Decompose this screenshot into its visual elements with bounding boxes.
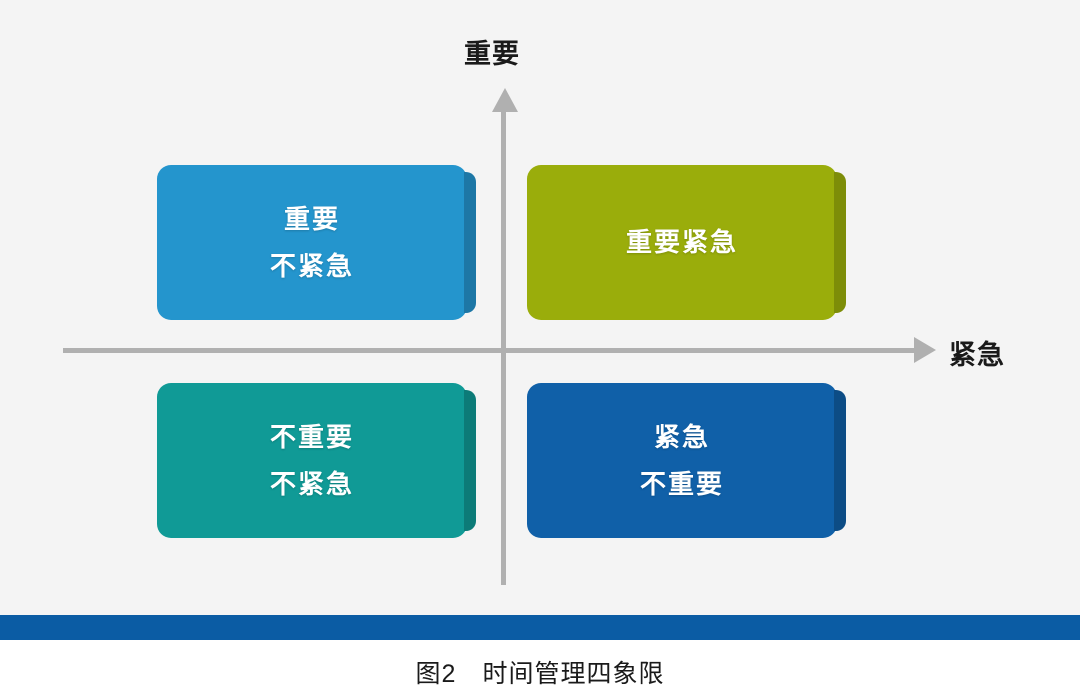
quadrant-label: 重要 不紧急 — [270, 196, 354, 290]
quadrant-face — [527, 165, 837, 320]
quadrant-label-line: 不重要 — [639, 468, 724, 499]
quadrant-urgent-not-important[interactable]: 紧急 不重要 — [527, 383, 846, 538]
quadrant-label-line: 紧急 — [653, 421, 710, 452]
quadrant-label-line: 不紧急 — [269, 468, 354, 499]
quadrant-label: 紧急 不重要 — [640, 414, 724, 508]
horizontal-axis-line — [63, 348, 918, 353]
quadrant-label-line: 不紧急 — [269, 250, 354, 281]
quadrant-label-line: 重要紧急 — [625, 227, 738, 257]
quadrant-label: 重要紧急 — [626, 219, 738, 266]
quadrant-face — [527, 383, 837, 538]
quadrant-important-not-urgent[interactable]: 重要 不紧急 — [157, 165, 476, 320]
footer-blue-band — [0, 615, 1080, 640]
horizontal-axis-arrow-icon — [914, 337, 936, 363]
figure-caption: 图2 时间管理四象限 — [415, 660, 665, 688]
quadrant-side-shadow — [464, 390, 476, 531]
vertical-axis-arrow-icon — [492, 88, 518, 112]
vertical-axis-label: 重要 — [464, 39, 520, 69]
quadrant-face — [157, 383, 467, 538]
horizontal-axis-label: 紧急 — [949, 340, 1005, 370]
quadrant-label-line: 重要 — [283, 203, 340, 234]
quadrant-side-shadow — [464, 172, 476, 313]
diagram-canvas: 重要 紧急 重要 不紧急 重要紧急 不重要 不紧急 — [0, 0, 1080, 615]
quadrant-side-shadow — [834, 172, 846, 313]
quadrant-label-line: 不重要 — [269, 421, 354, 452]
quadrant-label: 不重要 不紧急 — [270, 414, 354, 508]
quadrant-side-shadow — [834, 390, 846, 531]
quadrant-not-important-not-urgent[interactable]: 不重要 不紧急 — [157, 383, 476, 538]
quadrant-face — [157, 165, 467, 320]
quadrant-important-urgent[interactable]: 重要紧急 — [527, 165, 846, 320]
